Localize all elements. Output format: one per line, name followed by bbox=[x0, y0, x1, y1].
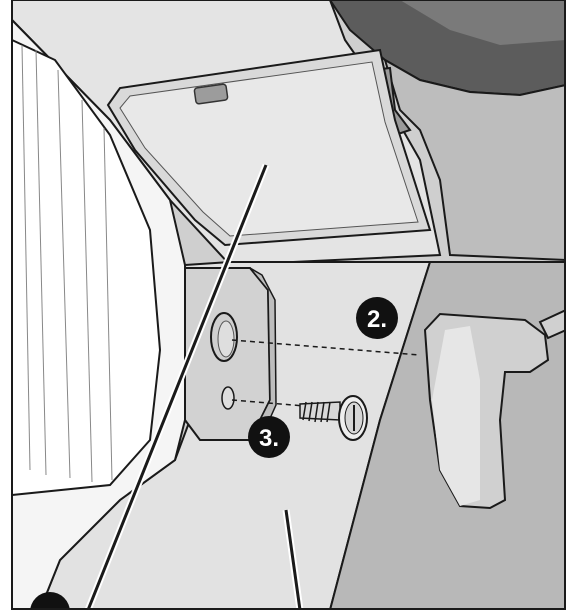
step-2-label: 2. bbox=[367, 306, 387, 333]
step-2-callout: 2. bbox=[356, 297, 398, 339]
upper-mounting-hole-inner bbox=[218, 321, 234, 357]
lower-mounting-hole bbox=[222, 387, 234, 409]
step-3-label: 3. bbox=[259, 425, 279, 452]
left-edge bbox=[0, 0, 12, 200]
cover-tab bbox=[194, 84, 228, 104]
step-3-callout: 3. bbox=[248, 416, 290, 458]
